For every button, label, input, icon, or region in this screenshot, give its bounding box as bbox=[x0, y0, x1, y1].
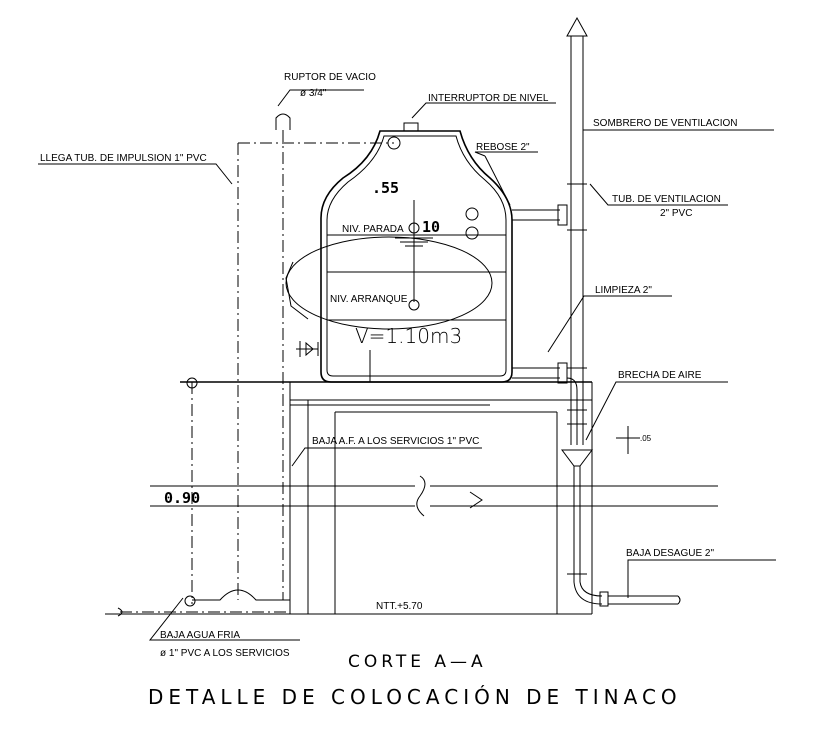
ruptor-vacio-label: RUPTOR DE VACIO bbox=[284, 72, 376, 83]
interruptor-nivel-label: INTERRUPTOR DE NIVEL bbox=[428, 93, 549, 104]
dim-10-label: 10 bbox=[422, 218, 440, 236]
sombrero-ventilacion-label: SOMBRERO DE VENTILACION bbox=[593, 118, 737, 129]
baja-agua-fria-label: BAJA AGUA FRIA bbox=[160, 630, 240, 641]
main-pipe bbox=[150, 475, 718, 517]
dim-05-label: .05 bbox=[640, 434, 652, 443]
outlet-pipes bbox=[512, 204, 681, 607]
section-title: CORTE A—A bbox=[348, 652, 487, 672]
baja-agua-fria-2-label: ø 1" PVC A LOS SERVICIOS bbox=[160, 648, 290, 659]
baja-desague-label: BAJA DESAGUE 2" bbox=[626, 548, 714, 559]
main-title: DETALLE DE COLOCACIÓN DE TINACO bbox=[148, 685, 682, 709]
volume-label: V=1.10m3 bbox=[355, 324, 462, 348]
ntt-label: NTT.+5.70 bbox=[376, 601, 423, 612]
llega-tub-label: LLEGA TUB. DE IMPULSION 1" PVC bbox=[40, 153, 207, 164]
rebose-label: REBOSE 2" bbox=[476, 142, 530, 153]
support-structure bbox=[105, 381, 593, 615]
tub-ventilacion-diam-label: 2" PVC bbox=[660, 208, 692, 219]
tub-ventilacion-label: TUB. DE VENTILACION bbox=[612, 194, 721, 205]
tank bbox=[285, 122, 513, 383]
niv-parada-label: NIV. PARADA bbox=[342, 224, 404, 235]
brecha-aire-label: BRECHA DE AIRE bbox=[618, 370, 702, 381]
niv-arranque-label: NIV. ARRANQUE bbox=[330, 294, 408, 305]
leader-lines bbox=[38, 89, 776, 641]
vent-pipe bbox=[566, 16, 588, 445]
limpieza-label: LIMPIEZA 2" bbox=[595, 285, 652, 296]
ruptor-diam-label: ø 3/4" bbox=[300, 88, 327, 99]
supply-lines bbox=[117, 113, 640, 617]
dim-090-label: 0.90 bbox=[164, 489, 200, 507]
dim-55-label: .55 bbox=[372, 179, 399, 197]
baja-af-label: BAJA A.F. A LOS SERVICIOS 1" PVC bbox=[312, 436, 479, 447]
